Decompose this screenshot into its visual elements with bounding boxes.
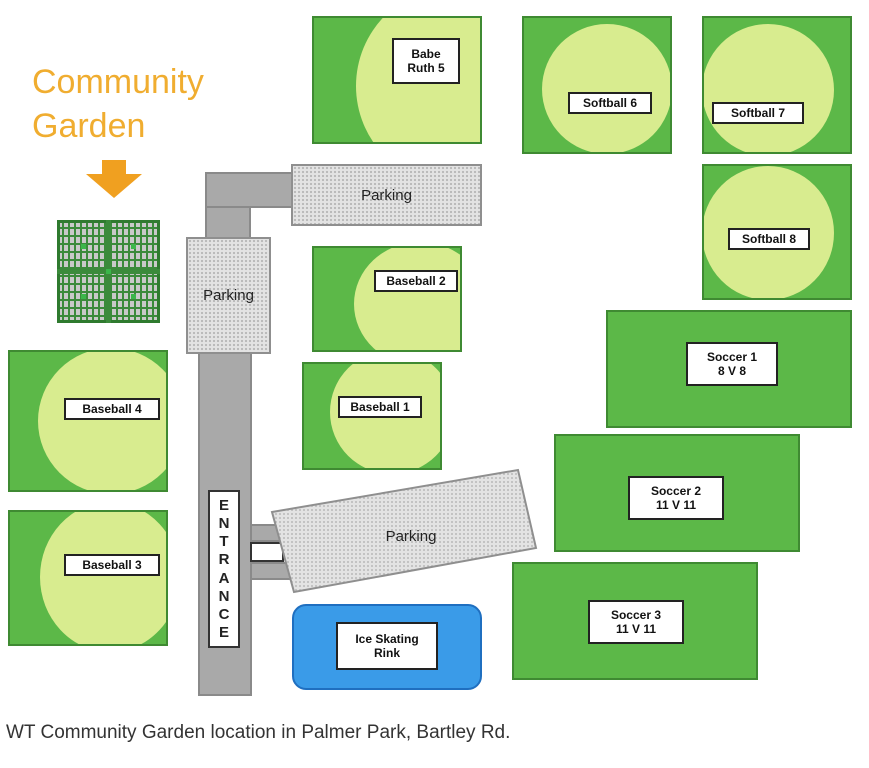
entrance-letter: C	[218, 606, 230, 624]
field-soccer-3: Soccer 3 11 V 11	[512, 562, 758, 680]
community-garden-title: Community Garden	[32, 60, 204, 148]
field-label-softball-8: Softball 8	[728, 228, 810, 250]
entrance-letter: E	[218, 496, 229, 514]
field-softball-8: Softball 8	[702, 164, 852, 300]
entrance-letter: T	[219, 533, 229, 551]
field-label-baseball-2: Baseball 2	[374, 270, 458, 292]
parking-top-label: Parking	[361, 186, 412, 204]
entrance-sign: E N T R A N C E	[208, 490, 240, 648]
ice-skating-rink: Ice Skating Rink	[292, 604, 482, 690]
parking-left-label: Parking	[203, 287, 254, 304]
road-upper-horizontal	[205, 172, 297, 208]
field-label-softball-7: Softball 7	[712, 102, 804, 124]
garden-plot-grid	[57, 220, 160, 323]
field-soccer-2: Soccer 2 11 V 11	[554, 434, 800, 552]
parking-bottom: Parking	[356, 524, 466, 548]
field-softball-7: Softball 7	[702, 16, 852, 154]
field-label-baseball-3: Baseball 3	[64, 554, 160, 576]
field-baseball-2: Baseball 2	[312, 246, 462, 352]
garden-title-line2: Garden	[32, 107, 146, 145]
field-label-softball-6: Softball 6	[568, 92, 652, 114]
map-caption: WT Community Garden location in Palmer P…	[6, 722, 511, 743]
field-baseball-4: Baseball 4	[8, 350, 168, 492]
garden-title-line1: Community	[32, 63, 204, 101]
field-babe-ruth-5: Babe Ruth 5	[312, 16, 482, 144]
field-softball-6: Softball 6	[522, 16, 672, 154]
entrance-letter: R	[218, 551, 230, 569]
parking-bottom-label: Parking	[385, 527, 437, 545]
entrance-letter: N	[218, 514, 230, 532]
garden-arrow-icon	[86, 160, 142, 198]
field-label-baseball-4: Baseball 4	[64, 398, 160, 420]
parking-bottom-lot	[270, 468, 538, 594]
field-label-soccer-2: Soccer 2 11 V 11	[628, 476, 724, 520]
entrance-letter: E	[218, 624, 229, 642]
parking-top: Parking	[291, 164, 482, 226]
parking-left: Parking	[186, 237, 271, 354]
field-soccer-1: Soccer 1 8 V 8	[606, 310, 852, 428]
field-label-baseball-1: Baseball 1	[338, 396, 422, 418]
field-baseball-3: Baseball 3	[8, 510, 168, 646]
field-label-soccer-3: Soccer 3 11 V 11	[588, 600, 684, 644]
field-label-soccer-1: Soccer 1 8 V 8	[686, 342, 778, 386]
entrance-letter: N	[218, 587, 230, 605]
field-label-ice-rink: Ice Skating Rink	[336, 622, 438, 670]
entrance-letter: A	[218, 569, 230, 587]
field-baseball-1: Baseball 1	[302, 362, 442, 470]
field-label-babe-ruth-5: Babe Ruth 5	[392, 38, 460, 84]
